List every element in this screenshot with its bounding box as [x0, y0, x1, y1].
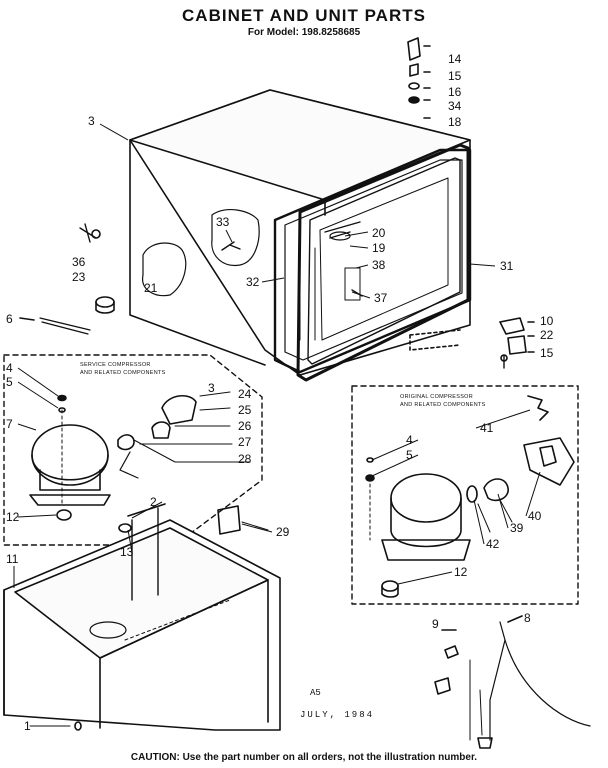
callout-12a: 12 [6, 510, 20, 524]
callout-15b: 15 [540, 346, 554, 360]
callout-19: 19 [372, 241, 386, 255]
caution-note: CAUTION: Use the part number on all orde… [130, 752, 478, 763]
callout-33: 33 [216, 215, 230, 229]
callout-34: 34 [448, 99, 462, 113]
callout-5a: 5 [6, 375, 13, 389]
callout-5b: 5 [406, 448, 413, 462]
callout-7: 7 [6, 417, 13, 431]
callout-numbers: 14 15 16 34 18 3 33 20 19 38 31 32 37 21… [6, 52, 554, 733]
callout-38: 38 [372, 258, 386, 272]
drawing-date: JULY, 1984 [300, 710, 375, 720]
callout-23: 23 [72, 270, 86, 284]
callout-3b: 3 [208, 381, 215, 395]
callout-39: 39 [510, 521, 524, 535]
callout-4b: 4 [406, 433, 413, 447]
callout-3: 3 [88, 114, 95, 128]
original-caption-line2: AND RELATED COMPONENTS [400, 402, 486, 408]
callout-6: 6 [6, 312, 13, 326]
callout-37: 37 [374, 291, 388, 305]
cabinet-drawing [129, 89, 472, 382]
callout-10: 10 [540, 314, 554, 328]
callout-14: 14 [448, 52, 462, 66]
service-caption-line2: AND RELATED COMPONENTS [80, 370, 166, 376]
callout-26: 26 [238, 419, 252, 433]
callout-31: 31 [500, 259, 514, 273]
callout-16: 16 [448, 85, 462, 99]
callout-27: 27 [238, 435, 252, 449]
diagram-title: CABINET AND UNIT PARTS [182, 6, 426, 25]
callout-15: 15 [448, 69, 462, 83]
callout-24: 24 [238, 387, 252, 401]
callout-40: 40 [528, 509, 542, 523]
base-pan [3, 503, 281, 731]
callout-2: 2 [150, 495, 157, 509]
leveling-hardware [434, 615, 591, 749]
hinge-hardware [407, 37, 431, 119]
callout-36: 36 [72, 255, 86, 269]
callout-1: 1 [24, 719, 31, 733]
leader-lines [13, 123, 541, 588]
callout-28: 28 [238, 452, 252, 466]
callout-13: 13 [120, 545, 134, 559]
callout-42: 42 [486, 537, 500, 551]
original-caption-line1: ORIGINAL COMPRESSOR [400, 394, 473, 400]
callout-8: 8 [524, 611, 531, 625]
callout-11: 11 [6, 552, 19, 566]
callout-21: 21 [144, 281, 158, 295]
callout-12b: 12 [454, 565, 468, 579]
callout-20: 20 [372, 226, 386, 240]
hinge-bracket-parts [499, 317, 535, 369]
left-loose-parts [19, 223, 115, 335]
callout-4a: 4 [6, 361, 13, 375]
original-compressor-box [351, 385, 579, 605]
service-caption-line1: SERVICE COMPRESSOR [80, 362, 151, 368]
callout-32: 32 [246, 275, 260, 289]
callout-25: 25 [238, 403, 252, 417]
callout-9: 9 [432, 617, 439, 631]
box-captions: SERVICE COMPRESSOR AND RELATED COMPONENT… [80, 362, 486, 408]
callout-18: 18 [448, 115, 462, 129]
drawing-code: A5 [310, 688, 321, 698]
callout-29: 29 [276, 525, 290, 539]
service-compressor-box [3, 354, 263, 546]
callout-22: 22 [540, 328, 554, 342]
model-subtitle: For Model: 198.8258685 [247, 27, 361, 38]
callout-41: 41 [480, 421, 494, 435]
